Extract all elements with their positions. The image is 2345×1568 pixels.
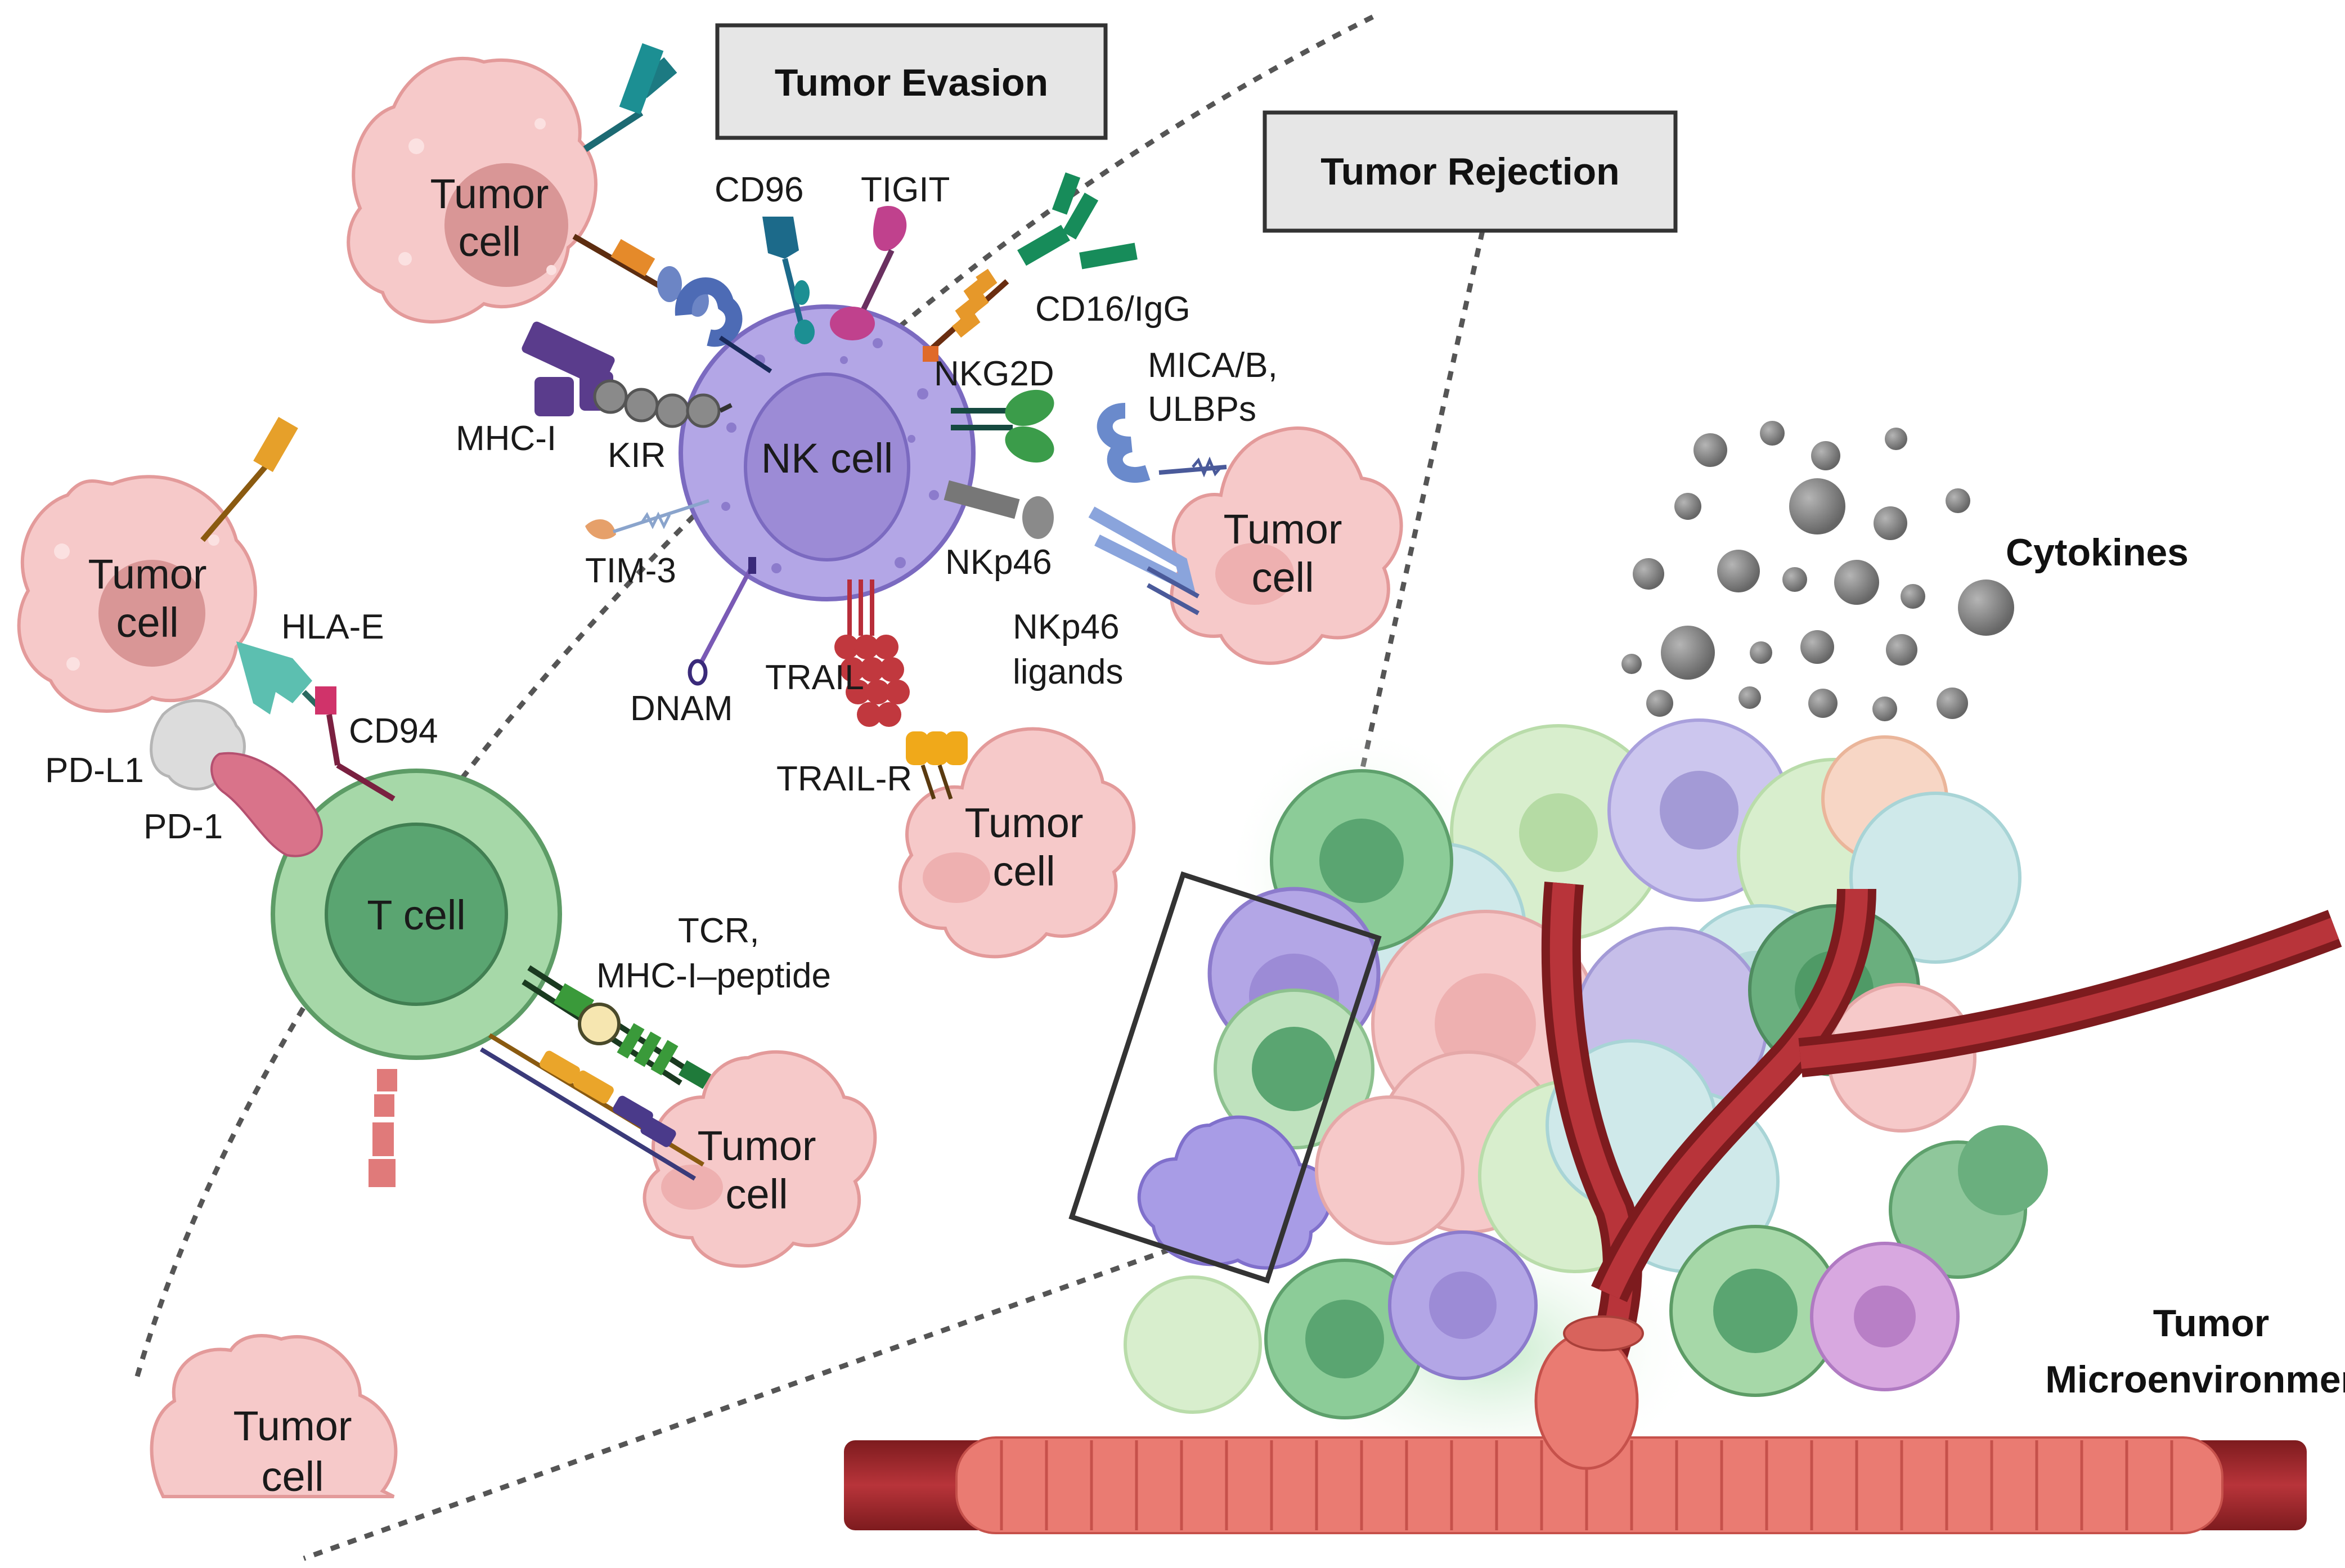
label-hla-e: HLA-E [281,608,384,646]
label-trail: TRAIL [765,658,864,697]
trail-glyph [834,579,910,727]
cd16-glyph [923,172,1138,362]
orange-receptor [572,233,709,317]
nkp46-glyph [944,480,1054,539]
cd94-glyph [315,686,396,802]
kir-glyph [593,379,721,428]
tcr-glyph [522,965,712,1089]
cytokines-label: Cytokines [2006,531,2189,574]
nkp46-ligand-glyph [1088,506,1200,615]
zoom-line-lower [303,1241,1188,1561]
t-cell: T cell [271,769,562,1060]
t-cell-red-receptor [369,1069,397,1187]
label-nkp46-ligands-2: ligands [1013,653,1123,691]
label-mica-1: MICA/B, [1148,346,1278,385]
mica-glyph [1097,403,1227,483]
tumor-cell-left-label-1: Tumor [88,551,206,597]
label-cd16: CD16/IgG [1035,290,1191,329]
tumor-cell-top-label-1: Tumor [430,170,549,217]
tumor-cell-trail: Tumor cell [899,727,1136,959]
tumor-cell-nkp46-label-2: cell [1251,554,1314,601]
tme-label-1: Tumor [2153,1302,2270,1345]
nk-cell: NK cell [679,304,976,601]
tim3-glyph [585,499,709,540]
tumor-evasion-title: Tumor Evasion [775,61,1048,104]
receptor-labels: CD96 TIGIT CD16/IgG NKG2D MICA/B, ULBPs … [45,170,1278,995]
label-tcr-1: TCR, [678,911,760,950]
receptor-glyphs [150,43,1227,1187]
zoom-rectangle [1068,871,1382,1284]
label-cd94: CD94 [349,712,438,751]
label-tigit: TIGIT [861,170,950,209]
label-dnam: DNAM [630,689,733,728]
tumor-cell-bottom-label-1: Tumor [233,1403,352,1449]
tumor-cell-tcr-label-1: Tumor [697,1122,816,1169]
blue-receptor [675,277,772,374]
t-cell-label: T cell [367,892,465,938]
tumor-rejection-header: Tumor Rejection [1263,110,1678,233]
tumor-cell-nkp46: Tumor cell [1170,426,1403,665]
label-nkp46-ligands-1: NKp46 [1013,608,1120,646]
cytokine-cloud [1621,421,2014,721]
hla-e-glyph [236,641,323,715]
label-tcr-2: MHC-I–peptide [596,956,831,995]
tumor-cell-left: Tumor cell [17,475,257,713]
label-nkg2d: NKG2D [934,354,1054,393]
divider-curve [132,14,1374,1385]
label-pd-1: PD-1 [143,807,223,846]
label-mhc-i: MHC-I [456,419,556,458]
costim-glyph [479,1033,705,1181]
tumor-evasion-header: Tumor Evasion [715,23,1108,140]
teal-receptor [583,43,677,152]
dnam-glyph [688,557,756,686]
tumor-cell-top: Tumor cell [347,56,598,324]
blood-vessels [844,881,2342,1534]
cd96-glyph [762,217,815,344]
label-trail-r: TRAIL-R [776,760,912,798]
tumor-cell-tcr: Tumor cell [643,1050,877,1268]
label-cd96: CD96 [715,170,804,209]
tigit-glyph [830,206,907,340]
label-pd-l1: PD-L1 [45,751,144,790]
tumor-cell-trail-label-2: cell [992,848,1055,895]
tumor-cell-bottom-label-2: cell [261,1453,324,1500]
left-tumor-receptor [200,417,298,542]
label-mica-2: ULBPs [1148,390,1256,429]
tumor-cell-top-label-2: cell [458,218,520,265]
tme-label-2: Microenvironment [2045,1358,2345,1401]
label-kir: KIR [608,436,666,475]
trail-r-glyph [906,731,968,800]
pd-1-glyph [210,752,323,857]
tumor-cell-trail-label-1: Tumor [964,799,1083,846]
nk-cell-label: NK cell [761,435,893,482]
tumor-rejection-title: Tumor Rejection [1320,150,1619,193]
tumor-cell-left-label-2: cell [116,599,178,646]
tumor-cell-bottom: Tumor cell [150,1334,398,1500]
tumor-cell-tcr-label-2: cell [725,1171,788,1217]
tumor-cell-nkp46-label-1: Tumor [1223,506,1342,552]
nkg2d-glyph [951,389,1054,463]
label-nkp46: NKp46 [945,543,1052,582]
label-tim3: TIM-3 [585,551,676,590]
